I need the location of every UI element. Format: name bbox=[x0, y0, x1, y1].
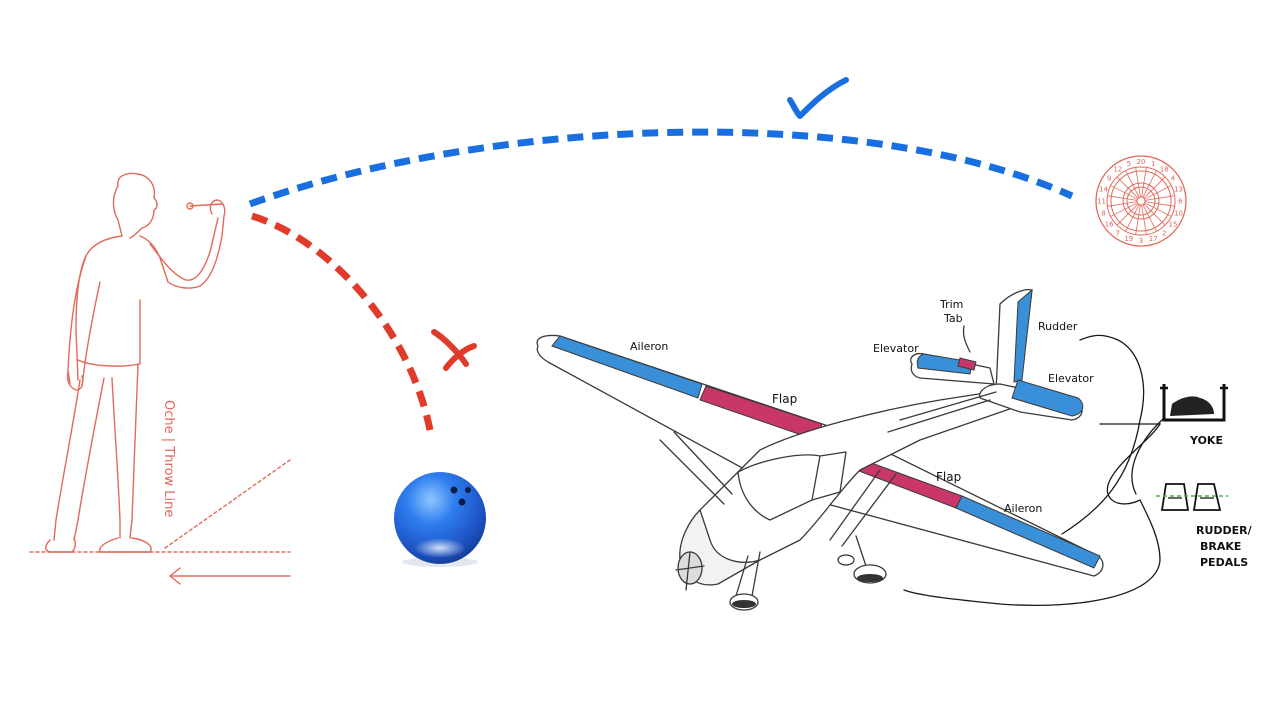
aileron-left-label: Aileron bbox=[630, 340, 668, 353]
dartboard-spoke bbox=[1142, 204, 1157, 232]
dartboard-number: 8 bbox=[1101, 210, 1105, 218]
dartboard-spoke bbox=[1144, 185, 1172, 200]
dartboard-number: 18 bbox=[1160, 166, 1169, 174]
aileron-right-label: Aileron bbox=[1004, 502, 1042, 515]
dartboard-spoke bbox=[1116, 176, 1139, 199]
dartboard-spoke bbox=[1144, 195, 1175, 201]
rudder-pedals-icon bbox=[1156, 483, 1228, 511]
elevator-right-surface bbox=[1011, 379, 1084, 417]
dartboard-number: 6 bbox=[1178, 198, 1183, 206]
dartboard-spoke bbox=[1116, 203, 1139, 226]
dartboard-number: 19 bbox=[1124, 235, 1133, 243]
dartboard-number: 15 bbox=[1168, 221, 1177, 229]
dartboard-spoke bbox=[1107, 195, 1138, 201]
dartboard-number: 4 bbox=[1171, 174, 1176, 182]
dartboard-spoke bbox=[1141, 204, 1147, 235]
elevator-left-surface bbox=[916, 353, 973, 375]
yoke-label: YOKE bbox=[1189, 434, 1223, 447]
dart-thrower-figure: Oche | Throw Line bbox=[29, 172, 291, 585]
oche-label: Oche | Throw Line bbox=[161, 400, 176, 517]
dartboard-number: 10 bbox=[1174, 210, 1183, 218]
dartboard-spoke bbox=[1144, 201, 1175, 207]
elevator-left-label: Elevator bbox=[873, 342, 919, 355]
dartboard-number: 3 bbox=[1139, 237, 1143, 245]
dartboard-number: 11 bbox=[1097, 198, 1106, 206]
dartboard-number: 5 bbox=[1127, 160, 1131, 168]
dartboard-number: 9 bbox=[1107, 174, 1111, 182]
dartboard-spoke bbox=[1144, 202, 1172, 217]
pedals-label-line2: BRAKE bbox=[1200, 540, 1241, 553]
dartboard-number: 16 bbox=[1105, 221, 1114, 229]
dartboard-number: 7 bbox=[1116, 229, 1120, 237]
bowling-ball-icon bbox=[394, 472, 486, 567]
dartboard-spoke bbox=[1110, 185, 1138, 200]
dartboard-spoke bbox=[1135, 204, 1141, 235]
flap-right-label: Flap bbox=[936, 470, 961, 484]
dartboard-number: 20 bbox=[1137, 158, 1146, 166]
airplane-drawing bbox=[536, 288, 1104, 611]
dartboard-spoke bbox=[1143, 203, 1166, 226]
cross-icon bbox=[431, 329, 477, 371]
trim-tab-label-line1: Trim bbox=[939, 298, 963, 311]
dartboard-spoke bbox=[1110, 202, 1138, 217]
elevator-right-label: Elevator bbox=[1048, 372, 1094, 385]
correct-throw-path bbox=[248, 128, 1074, 208]
pedals-label-line1: RUDDER/ bbox=[1196, 524, 1253, 537]
aileron-left-surface bbox=[551, 335, 703, 399]
trim-tab-label-line2: Tab bbox=[943, 312, 963, 325]
flap-left-label: Flap bbox=[772, 392, 797, 406]
airplane-labels: Aileron Flap Flap Aileron Trim Tab Eleva… bbox=[630, 298, 1094, 515]
dartboard-number: 1 bbox=[1151, 160, 1155, 168]
rudder-surface bbox=[1013, 288, 1033, 383]
rudder-label: Rudder bbox=[1038, 320, 1078, 333]
aileron-right-surface bbox=[955, 495, 1101, 569]
control-cables bbox=[903, 334, 1165, 606]
dartboard-spoke bbox=[1142, 170, 1157, 198]
trim-tab-surface bbox=[957, 357, 977, 371]
yoke-icon bbox=[1160, 384, 1228, 422]
dartboard-spoke bbox=[1125, 204, 1140, 232]
checkmark-icon bbox=[787, 77, 849, 119]
dartboard-number: 13 bbox=[1174, 185, 1183, 193]
dartboard-number: 12 bbox=[1113, 166, 1122, 174]
dartboard-spoke bbox=[1141, 167, 1147, 198]
pedals-label-line3: PEDALS bbox=[1200, 556, 1248, 569]
wrong-throw-path bbox=[250, 212, 434, 431]
dartboard-number: 17 bbox=[1149, 235, 1158, 243]
dartboard-spoke bbox=[1125, 170, 1140, 198]
dartboard-number: 2 bbox=[1162, 229, 1166, 237]
dartboard-spoke bbox=[1143, 176, 1166, 199]
dartboard-number: 14 bbox=[1099, 185, 1108, 193]
dartboard-spoke bbox=[1135, 167, 1141, 198]
dartboard-spoke bbox=[1107, 201, 1138, 207]
